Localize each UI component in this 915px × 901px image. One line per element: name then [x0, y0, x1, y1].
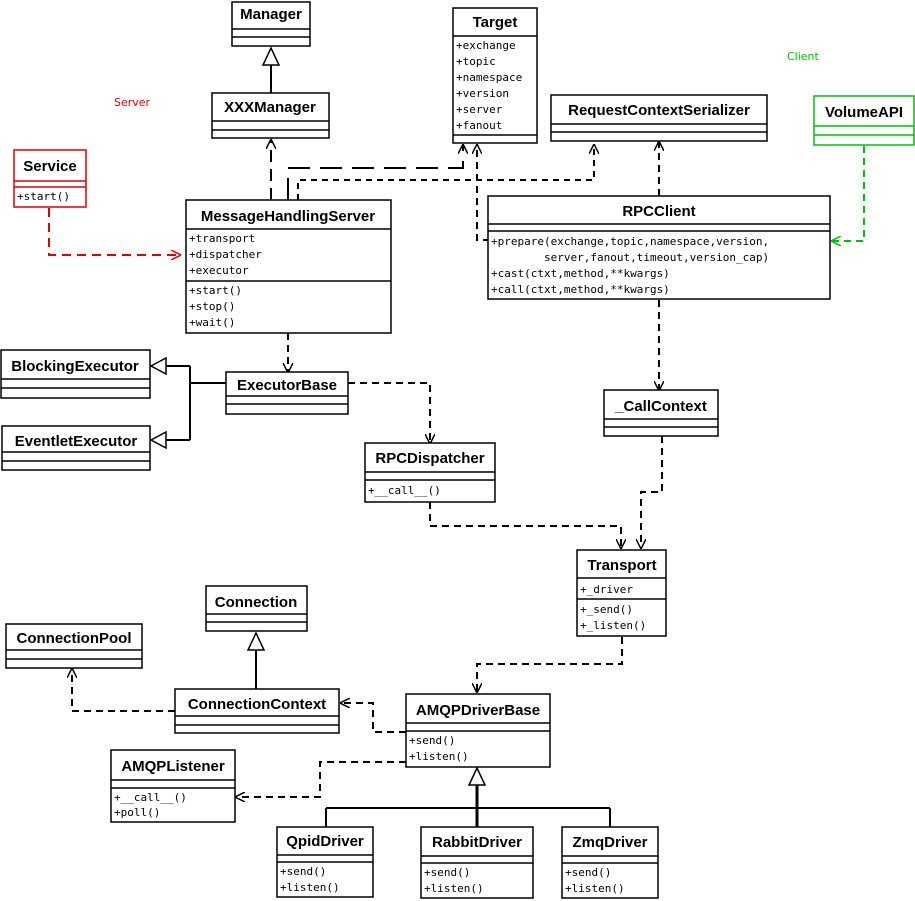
method-wait: +wait()	[189, 316, 235, 329]
class-volumeapi[interactable]: VolumeAPI	[813, 95, 915, 146]
class-name: MessageHandlingServer	[201, 208, 375, 225]
rpcclient-to-target-dependency	[477, 145, 490, 241]
class-name: BlockingExecutor	[11, 358, 139, 375]
method-listen: +listen()	[409, 750, 469, 763]
amqpdriverbase-to-conncontext-dependency	[341, 703, 406, 733]
client-note: Client	[787, 50, 820, 63]
class-name: Connection	[215, 594, 298, 611]
class-name: VolumeAPI	[825, 104, 903, 121]
method-prepare-cont: server,fanout,timeout,version_cap)	[491, 251, 769, 264]
conncontext-to-connpool-dependency	[72, 669, 175, 712]
class-amqp-listener[interactable]: AMQPListener +__call__() +poll()	[110, 749, 236, 823]
method-send: +_send()	[580, 603, 633, 616]
method-prepare: +prepare(exchange,topic,namespace,versio…	[491, 235, 769, 248]
rpcdispatcher-to-transport-dependency	[429, 502, 621, 548]
class-name: Transport	[587, 557, 656, 574]
attr-executor: +executor	[189, 264, 249, 277]
class-service[interactable]: Service +start()	[13, 149, 87, 208]
attr-exchange: +exchange	[456, 39, 516, 52]
class-rpc-dispatcher[interactable]: RPCDispatcher +__call__()	[364, 442, 496, 503]
method-send: +send()	[280, 865, 326, 878]
class-name: RabbitDriver	[432, 834, 522, 851]
method-start: +start()	[17, 190, 70, 203]
method-start: +start()	[189, 284, 242, 297]
executorbase-to-rpcdispatcher-dependency	[348, 382, 430, 443]
class-executor-base[interactable]: ExecutorBase	[225, 371, 349, 415]
method-cast: +cast(ctxt,method,**kwargs)	[491, 267, 670, 280]
class-rabbit-driver[interactable]: RabbitDriver +send() +listen()	[420, 826, 534, 899]
class-name: AMQPListener	[121, 758, 225, 775]
method-poll: +poll()	[114, 806, 160, 819]
attr-fanout: +fanout	[456, 119, 502, 132]
class-name: RPCDispatcher	[375, 450, 484, 467]
class-name: Manager	[240, 6, 302, 23]
class-connection[interactable]: Connection	[205, 585, 308, 632]
class-manager[interactable]: Manager	[231, 1, 311, 47]
class-connection-pool[interactable]: ConnectionPool	[5, 623, 143, 669]
attr-namespace: +namespace	[456, 71, 522, 84]
class-name: XXXManager	[224, 99, 316, 116]
class-name: RequestContextSerializer	[568, 102, 750, 119]
volumeapi-to-rpcclient-dependency	[832, 146, 865, 241]
method-listen: +listen()	[424, 882, 484, 895]
mhs-to-target-dependency	[287, 145, 463, 200]
executor-generalization-lines	[149, 356, 226, 450]
class-name: QpidDriver	[286, 833, 364, 850]
transport-to-amqpdriverbase-dependency	[477, 637, 623, 692]
method-stop: +stop()	[189, 300, 235, 313]
conncontext-generalization-line	[246, 631, 266, 689]
attr-server: +server	[456, 103, 503, 116]
class-name: Target	[473, 14, 518, 31]
class-xxxmanager[interactable]: XXXManager	[211, 92, 330, 139]
class-transport[interactable]: Transport +_driver +_send() +_listen()	[576, 549, 667, 637]
callcontext-to-transport-dependency	[641, 436, 663, 548]
method-send: +send()	[424, 866, 470, 879]
class-name: ConnectionContext	[188, 696, 326, 713]
class-name: ZmqDriver	[572, 834, 647, 851]
attr-version: +version	[456, 87, 509, 100]
attr-driver: +_driver	[580, 583, 633, 596]
attr-transport: +transport	[189, 232, 255, 245]
attr-dispatcher: +dispatcher	[189, 248, 262, 261]
class-name: ExecutorBase	[237, 377, 337, 394]
class-message-handling-server[interactable]: MessageHandlingServer +transport +dispat…	[185, 199, 392, 334]
method-send: +send()	[565, 866, 611, 879]
method-listen: +_listen()	[580, 619, 646, 632]
attr-topic: +topic	[456, 55, 496, 68]
server-note: Server	[114, 96, 151, 109]
class-name: AMQPDriverBase	[416, 702, 540, 719]
class-amqp-driver-base[interactable]: AMQPDriverBase +send() +listen()	[405, 693, 551, 768]
amqpdriverbase-to-amqplistener-dependency	[236, 761, 406, 797]
mhs-to-rcs-dependency	[297, 145, 594, 200]
method-call: +call(ctxt,method,**kwargs)	[491, 283, 670, 296]
class-name: _CallContext	[614, 398, 707, 415]
method-call: +__call__()	[368, 484, 441, 497]
class-zmq-driver[interactable]: ZmqDriver +send() +listen()	[561, 826, 659, 899]
class-rpcclient[interactable]: RPCClient +prepare(exchange,topic,namesp…	[487, 195, 831, 300]
class-qpid-driver[interactable]: QpidDriver +send() +listen()	[276, 826, 374, 898]
class-call-context[interactable]: _CallContext	[603, 389, 719, 437]
method-listen: +listen()	[280, 881, 340, 894]
class-name: Service	[23, 158, 76, 175]
class-request-context-serializer[interactable]: RequestContextSerializer	[550, 94, 768, 142]
class-connection-context[interactable]: ConnectionContext	[174, 688, 340, 734]
class-eventlet-executor[interactable]: EventletExecutor	[1, 425, 151, 471]
class-name: ConnectionPool	[17, 630, 132, 647]
xxxmanager-generalization-line	[261, 46, 281, 93]
class-target[interactable]: Target +exchange +topic +namespace +vers…	[452, 7, 538, 144]
method-call: +__call__()	[114, 791, 187, 804]
method-send: +send()	[409, 734, 455, 747]
class-blocking-executor[interactable]: BlockingExecutor	[0, 349, 151, 399]
service-to-mhs-dependency	[48, 208, 180, 255]
driver-generalization-lines	[325, 766, 611, 827]
class-name: RPCClient	[622, 203, 695, 220]
class-name: EventletExecutor	[15, 433, 138, 450]
method-listen: +listen()	[565, 882, 625, 895]
